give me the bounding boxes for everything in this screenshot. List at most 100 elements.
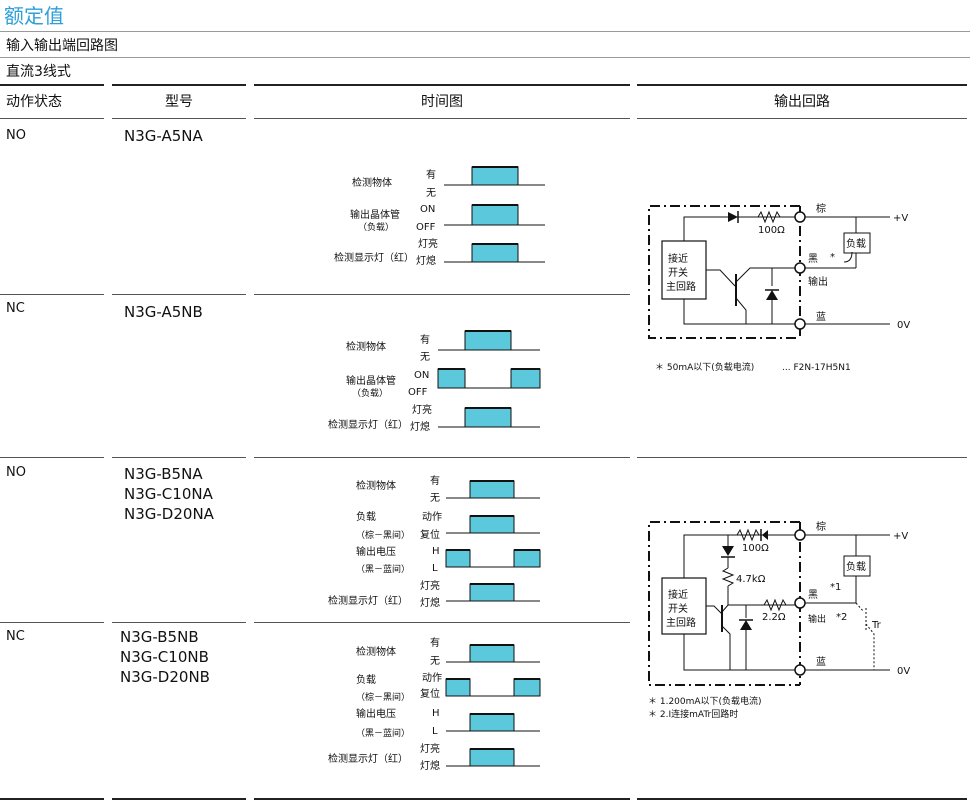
pulse xyxy=(513,678,541,697)
header-rule xyxy=(637,118,967,119)
pulse xyxy=(469,644,515,663)
output-label: 输出 xyxy=(808,275,828,288)
timing-label: 灯亮 xyxy=(420,742,440,755)
section-title: 输入输出端回路图 xyxy=(6,38,118,54)
timing-label: 灯熄 xyxy=(420,759,440,772)
pulse xyxy=(469,515,515,534)
pulse xyxy=(471,204,519,226)
timing-label: L xyxy=(432,563,438,574)
row-rule xyxy=(637,457,967,458)
output-circuit-2: 接近 开关 主回路 100Ω 棕 +V 4.7kΩ 2.2Ω 黑 输 xyxy=(648,520,910,720)
model-name: N3G-A5NA xyxy=(124,127,203,145)
timing-label: （黑－蓝间） xyxy=(356,563,410,575)
note-mark: * xyxy=(830,252,835,263)
timing-label: H xyxy=(432,708,440,719)
timing-diagram-1: 检测物体 有 无 输出晶体管 （负载） ON OFF 灯亮 检测显示灯（红） 灯… xyxy=(334,166,545,267)
pulse xyxy=(471,166,519,186)
timing-diagram-4: 检测物体 有 无 负载 动作 （棕－黑间） 复位 输出电压 H （黑－蓝间） L… xyxy=(328,636,541,772)
timing-label: 检测显示灯（红） xyxy=(334,251,414,264)
timing-label: （负载） xyxy=(352,387,388,399)
timing-label: 灯亮 xyxy=(418,237,438,250)
timing-label: 无 xyxy=(430,493,440,504)
col-top-rule xyxy=(637,84,967,86)
col-top-rule xyxy=(0,84,104,86)
pulse xyxy=(464,330,512,351)
divider xyxy=(0,31,970,32)
row-rule xyxy=(112,294,246,295)
model-name: N3G-D20NA xyxy=(124,505,214,523)
model-name: N3G-C10NB xyxy=(120,648,209,666)
note-mark: *2 xyxy=(836,612,847,623)
timing-diagram-3: 检测物体 有 无 负载 动作 （棕－黑间） 复位 输出电压 H （黑－蓝间） L… xyxy=(328,474,541,609)
row-rule xyxy=(254,294,630,295)
wire-label-brown: 棕 xyxy=(816,520,826,533)
wire-label-blue: 蓝 xyxy=(816,656,826,668)
row-rule xyxy=(112,457,246,458)
timing-label: （棕－黑间） xyxy=(356,691,410,703)
timing-label: 输出晶体管 xyxy=(350,208,400,221)
timing-label: 负载 xyxy=(356,673,376,686)
main-circuit-label: 主回路 xyxy=(666,280,696,293)
timing-label: （黑－蓝间） xyxy=(356,727,410,739)
mode-label: NO xyxy=(6,465,26,480)
main-circuit-label: 开关 xyxy=(668,266,688,279)
pulse xyxy=(469,583,515,602)
pulse xyxy=(513,549,541,568)
mode-label: NC xyxy=(6,301,25,316)
timing-label: 动作 xyxy=(422,511,442,523)
model-name: N3G-D20NB xyxy=(120,668,210,686)
timing-label: 输出电压 xyxy=(356,707,396,720)
col-header-mode: 动作状态 xyxy=(6,94,62,110)
timing-label: 动作 xyxy=(422,672,442,684)
bottom-rule xyxy=(254,798,630,800)
timing-label: 检测物体 xyxy=(346,340,386,353)
circuit-code: ... F2N-17H5N1 xyxy=(782,363,851,373)
timing-label: 灯熄 xyxy=(410,420,430,433)
header-rule xyxy=(0,118,104,119)
row-rule xyxy=(112,622,246,623)
timing-label: 检测物体 xyxy=(356,479,396,492)
pulse xyxy=(469,713,515,732)
timing-label: 灯亮 xyxy=(412,403,432,416)
output-circuit-1: 接近 开关 主回路 100Ω 棕 +V 黑 输出 负载 * xyxy=(648,202,910,373)
timing-label: 灯亮 xyxy=(420,579,440,592)
col-header-circuit: 输出回路 xyxy=(774,94,830,110)
subsection-title: 直流3线式 xyxy=(6,64,71,80)
pulse xyxy=(437,368,466,389)
pulse xyxy=(445,549,471,568)
pulse xyxy=(445,678,471,697)
timing-label: 有 xyxy=(430,636,440,649)
main-circuit-label: 接近 xyxy=(668,252,688,265)
timing-label: 有 xyxy=(426,168,436,181)
main-circuit-label: 接近 xyxy=(668,588,688,601)
plus-v-label: +V xyxy=(893,213,908,224)
header-rule xyxy=(112,118,246,119)
timing-label: 检测物体 xyxy=(352,176,392,189)
timing-label: ON xyxy=(420,204,435,215)
col-top-rule xyxy=(112,84,246,86)
timing-label: 输出电压 xyxy=(356,545,396,558)
wire-label-black: 黑 xyxy=(808,253,818,265)
load-label: 负载 xyxy=(846,237,866,250)
row-rule xyxy=(0,457,104,458)
timing-label: L xyxy=(432,726,438,737)
pulse xyxy=(471,243,519,263)
timing-label: H xyxy=(432,546,440,557)
timing-label: （负载） xyxy=(358,221,394,233)
wire-label-black: 黑 xyxy=(808,589,818,601)
circuit-note: ＊ 50mA以下(负载电流) xyxy=(655,361,754,373)
plus-v-label: +V xyxy=(893,531,908,542)
timing-label: 无 xyxy=(426,188,436,199)
model-name: N3G-C10NA xyxy=(124,485,213,503)
timing-label: 输出晶体管 xyxy=(346,374,396,387)
timing-label: 无 xyxy=(420,352,430,363)
note-mark: *1 xyxy=(830,582,841,593)
row-rule xyxy=(254,622,630,623)
zero-v-label: 0V xyxy=(897,320,910,331)
page-title: 额定值 xyxy=(4,4,64,28)
col-top-rule xyxy=(254,84,630,86)
timing-label: 负载 xyxy=(356,510,376,523)
load-label: 负载 xyxy=(846,560,866,573)
pulse xyxy=(469,748,515,767)
